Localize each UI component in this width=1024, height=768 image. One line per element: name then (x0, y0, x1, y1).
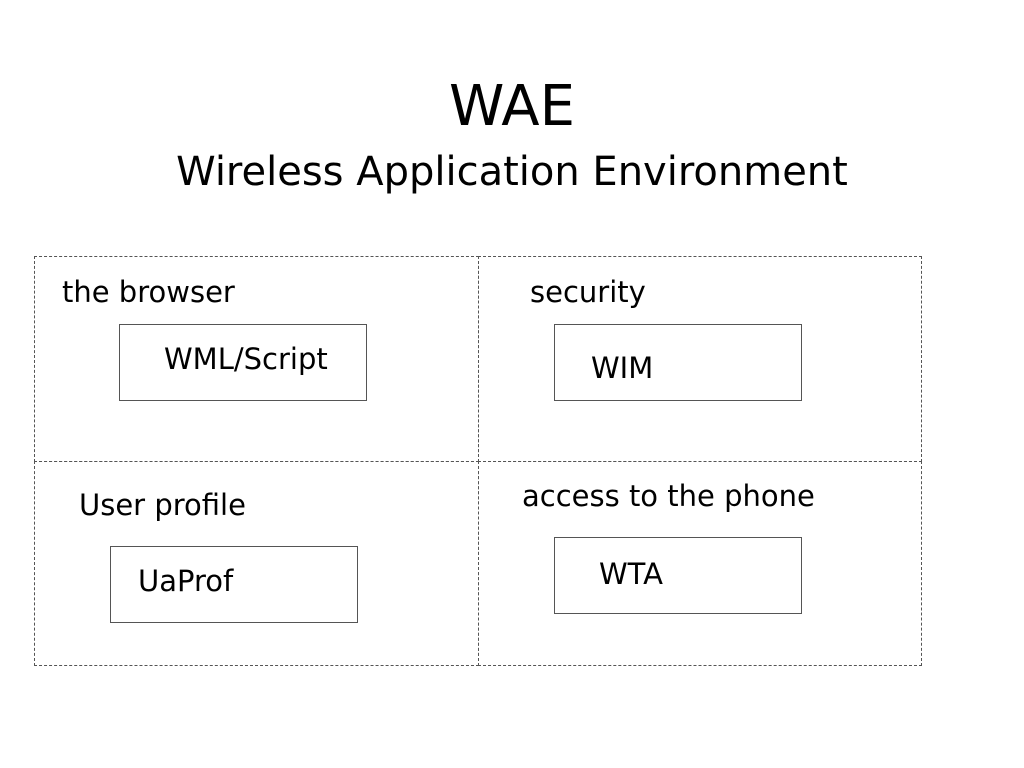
security-label: security (530, 275, 646, 309)
slide-subtitle: Wireless Application Environment (176, 149, 848, 195)
wta-box (554, 537, 802, 614)
slide-title: WAE (449, 74, 575, 139)
wml-script-text: WML/Script (164, 342, 328, 376)
quadrant-phone-access (478, 461, 922, 666)
uaprof-box (110, 546, 358, 623)
wml-script-box (119, 324, 367, 401)
user-profile-label: User profile (79, 488, 246, 522)
wim-box (554, 324, 802, 401)
phone-access-label: access to the phone (522, 479, 815, 513)
wta-text: WTA (599, 557, 663, 591)
uaprof-text: UaProf (138, 564, 234, 598)
wim-text: WIM (591, 351, 654, 385)
browser-label: the browser (62, 275, 235, 309)
